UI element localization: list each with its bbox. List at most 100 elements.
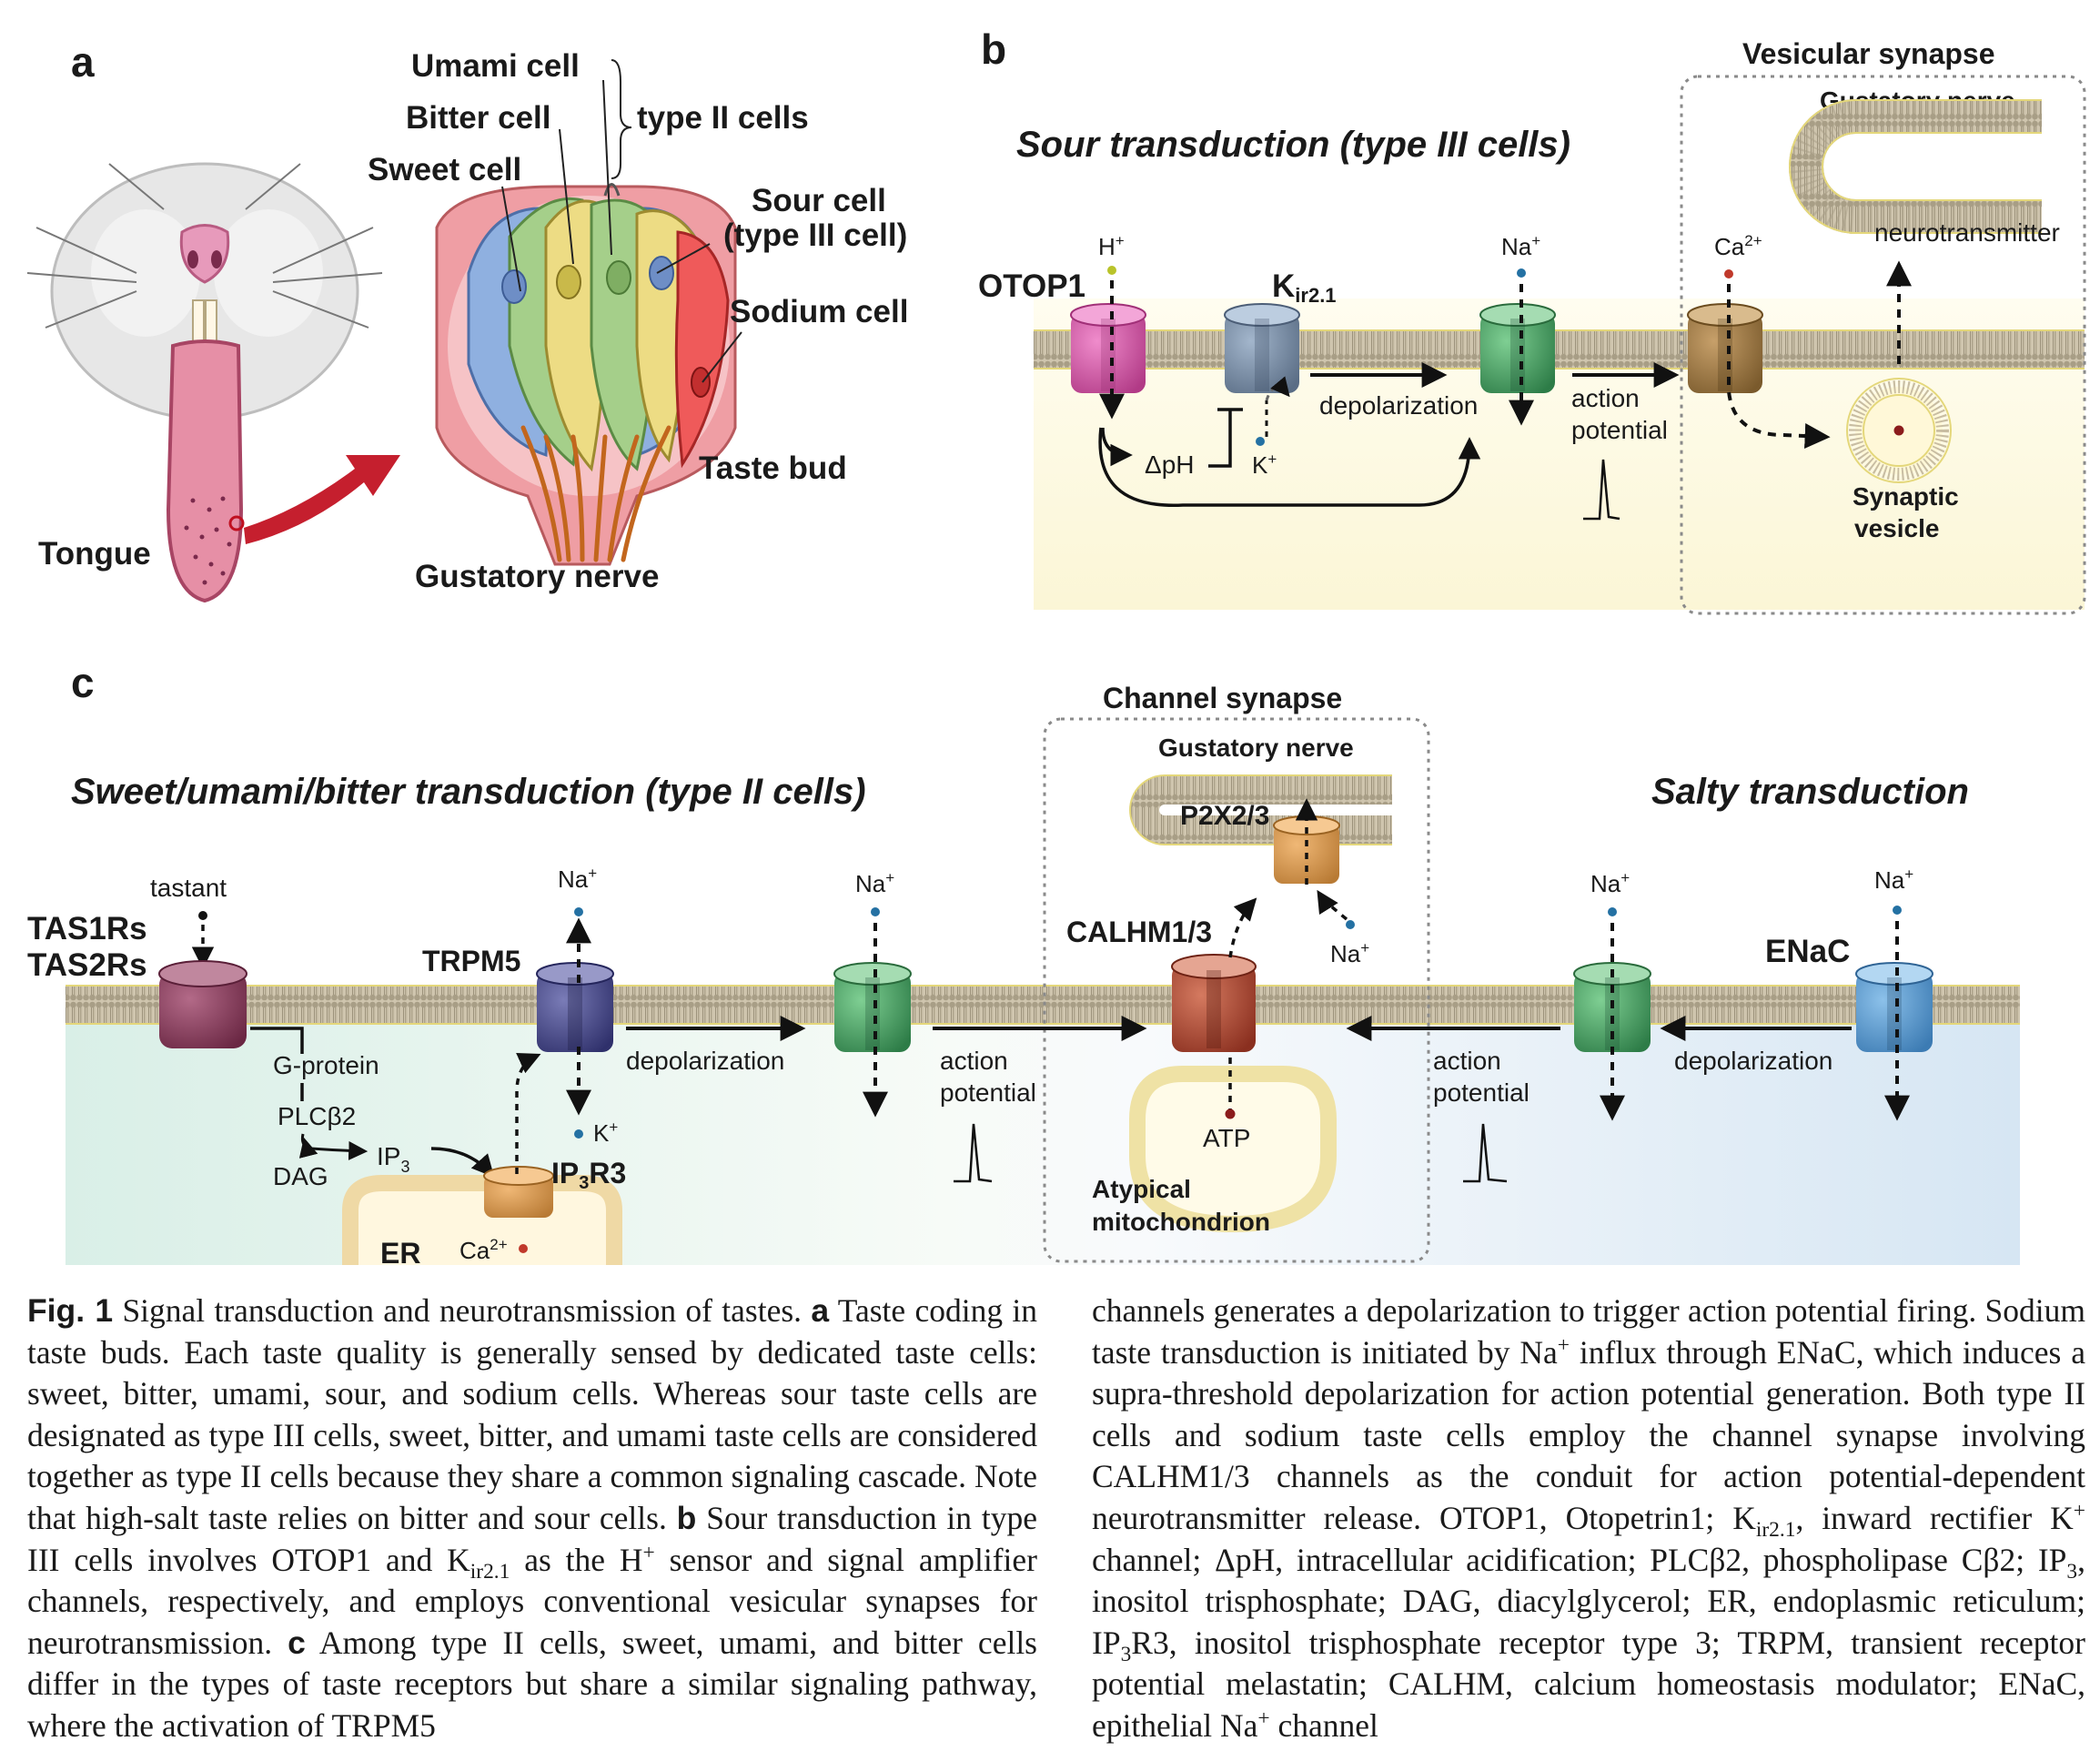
caption-sup-1: + [642, 1540, 655, 1564]
action-potential-trace-c-right [1463, 1123, 1508, 1183]
caption-r4: channel; ΔpH, intracellular acidificatio… [1092, 1541, 2067, 1578]
sweet-cell-label: Sweet cell [368, 152, 521, 187]
na-channel-b [1479, 303, 1556, 393]
type-iii-cell-label: (type III cell) [723, 218, 907, 253]
figure-1: a Tongue [26, 25, 2086, 1270]
depolarization-c-left-label: depolarization [626, 1047, 784, 1075]
caption-sup-4: + [1257, 1706, 1270, 1731]
vesicle-label: vesicle [1854, 514, 1939, 542]
synaptic-vesicle [1846, 378, 1952, 483]
type-iii-membrane [1034, 329, 2085, 369]
caption-sub-ir-2: ir2.1 [1755, 1518, 1796, 1543]
caption-r3: , inward rectifier K [1795, 1499, 2074, 1536]
channel-synapse-title: Channel synapse [1103, 682, 1342, 714]
gustatory-nerve-c-label: Gustatory nerve [1158, 734, 1354, 762]
k-ion-c-label: K+ [593, 1118, 618, 1147]
tas1rs-label: TAS1Rs [27, 911, 147, 946]
p2x-channel [1273, 815, 1340, 884]
figure-svg: a Tongue [26, 25, 2086, 1270]
salty-title: Salty transduction [1651, 772, 1969, 812]
panel-a-leader-lines [501, 59, 742, 383]
depolarization-b-label: depolarization [1319, 391, 1478, 420]
caption-r1: channels generates a depolarization to t… [1092, 1292, 2085, 1371]
panel-a-letter: a [71, 38, 95, 86]
panel-c-title: Sweet/umami/bitter transduction (type II… [71, 772, 866, 812]
dph-label: ΔpH [1145, 450, 1195, 479]
neurotransmitter-label: neurotransmitter [1874, 218, 2060, 247]
caption-sub-ir: ir2.1 [469, 1559, 510, 1584]
figure-number: Fig. 1 [27, 1292, 114, 1329]
plc-label: PLCβ2 [278, 1102, 356, 1130]
vesicular-synapse-title: Vesicular synapse [1742, 37, 1995, 70]
caption-text-4: as the H [510, 1541, 643, 1578]
potential-b-label: potential [1571, 416, 1668, 444]
na-ion-p2x-label: Na+ [1330, 939, 1369, 967]
caption-right-column: channels generates a depolarization to t… [1092, 1290, 2085, 1747]
na-channel-c-left [833, 962, 912, 1052]
calhm-label: CALHM1/3 [1066, 916, 1212, 948]
ip3r3-label: IP3R3 [551, 1157, 626, 1193]
na-channel-c-right [1573, 962, 1651, 1052]
action-potential-trace-c-left [954, 1123, 993, 1183]
dag-label: DAG [273, 1162, 328, 1190]
atypical-mitochondrion [1129, 1066, 1337, 1233]
caption-sub-3a: 3 [2066, 1559, 2078, 1584]
atp-label: ATP [1203, 1124, 1250, 1152]
sour-cell-label: Sour cell [752, 183, 886, 218]
ca-channel-b [1687, 303, 1763, 393]
mito-line1-label: Atypical [1092, 1175, 1191, 1203]
tastant-label: tastant [150, 874, 227, 902]
potential-c-left-label: potential [940, 1078, 1036, 1107]
panel-b-letter: b [981, 25, 1006, 73]
kir21-channel [1224, 303, 1300, 393]
caption-sub-3b: 3 [1120, 1642, 1132, 1666]
ca-ion-b-label: Ca2+ [1714, 232, 1762, 260]
action-c-left-label: action [940, 1047, 1008, 1075]
channel-synapse-box [1043, 717, 1430, 1263]
p2x-label: P2X2/3 [1180, 801, 1269, 831]
synaptic-label: Synaptic [1853, 482, 1959, 511]
action-c-right-label: action [1433, 1047, 1501, 1075]
gprotein-label: G-protein [273, 1051, 379, 1079]
caption-a: a [811, 1292, 830, 1329]
caption-text-3: Sour transduction in type III cells invo… [27, 1499, 1037, 1578]
tas2rs-label: TAS2Rs [27, 947, 147, 983]
mouse-head-illustration [26, 162, 400, 603]
ip3-label: IP3 [377, 1142, 409, 1176]
na-ion-enac-label: Na+ [1874, 865, 1913, 894]
tas-receptor [158, 960, 247, 1048]
na-ion-trpm5-label: Na+ [558, 865, 597, 893]
enac-channel [1855, 962, 1933, 1052]
tongue-label: Tongue [38, 536, 151, 572]
caption-text-1: Signal transduction and neurotransmissio… [113, 1292, 812, 1329]
potential-c-right-label: potential [1433, 1078, 1530, 1107]
panel-c-letter: c [71, 659, 95, 706]
gustatory-nerve-label: Gustatory nerve [415, 559, 659, 594]
ip3r3-channel [483, 1166, 554, 1218]
umami-cell-label: Umami cell [411, 48, 580, 84]
na-ion-b-label: Na+ [1501, 232, 1540, 260]
calhm-channel [1171, 954, 1257, 1052]
taste-bud-label: Taste bud [699, 450, 847, 486]
action-potential-trace-b [1583, 459, 1620, 521]
panel-b-title: Sour transduction (type III cells) [1016, 125, 1570, 165]
caption-left-column: Fig. 1 Signal transduction and neurotran… [27, 1290, 1037, 1747]
caption-sup-3: + [2073, 1499, 2085, 1523]
trpm5-channel [536, 962, 614, 1052]
caption-text-6: Among type II cells, sweet, umami, and b… [27, 1624, 1037, 1744]
er-label: ER [380, 1237, 420, 1270]
bitter-cell-label: Bitter cell [406, 100, 551, 136]
kir21-label: Kir2.1 [1272, 268, 1337, 307]
caption-r6: R3, inositol trisphosphate receptor type… [1092, 1624, 2085, 1744]
gustatory-nerve-c-membrane [1129, 774, 1392, 845]
caption-b: b [676, 1499, 697, 1536]
enac-label: ENaC [1765, 934, 1850, 969]
na-ion-c-left-label: Na+ [855, 869, 894, 897]
type-ii-membrane [66, 985, 2020, 1025]
gustatory-nerve-b-membrane [1789, 99, 2042, 234]
otop1-label: OTOP1 [978, 268, 1085, 304]
caption-r7: channel [1269, 1706, 1378, 1744]
action-b-label: action [1571, 384, 1640, 412]
k-ion-b-label: K+ [1252, 450, 1277, 479]
caption-text-5: sensor and signal amplifier channels, re… [27, 1541, 1038, 1661]
